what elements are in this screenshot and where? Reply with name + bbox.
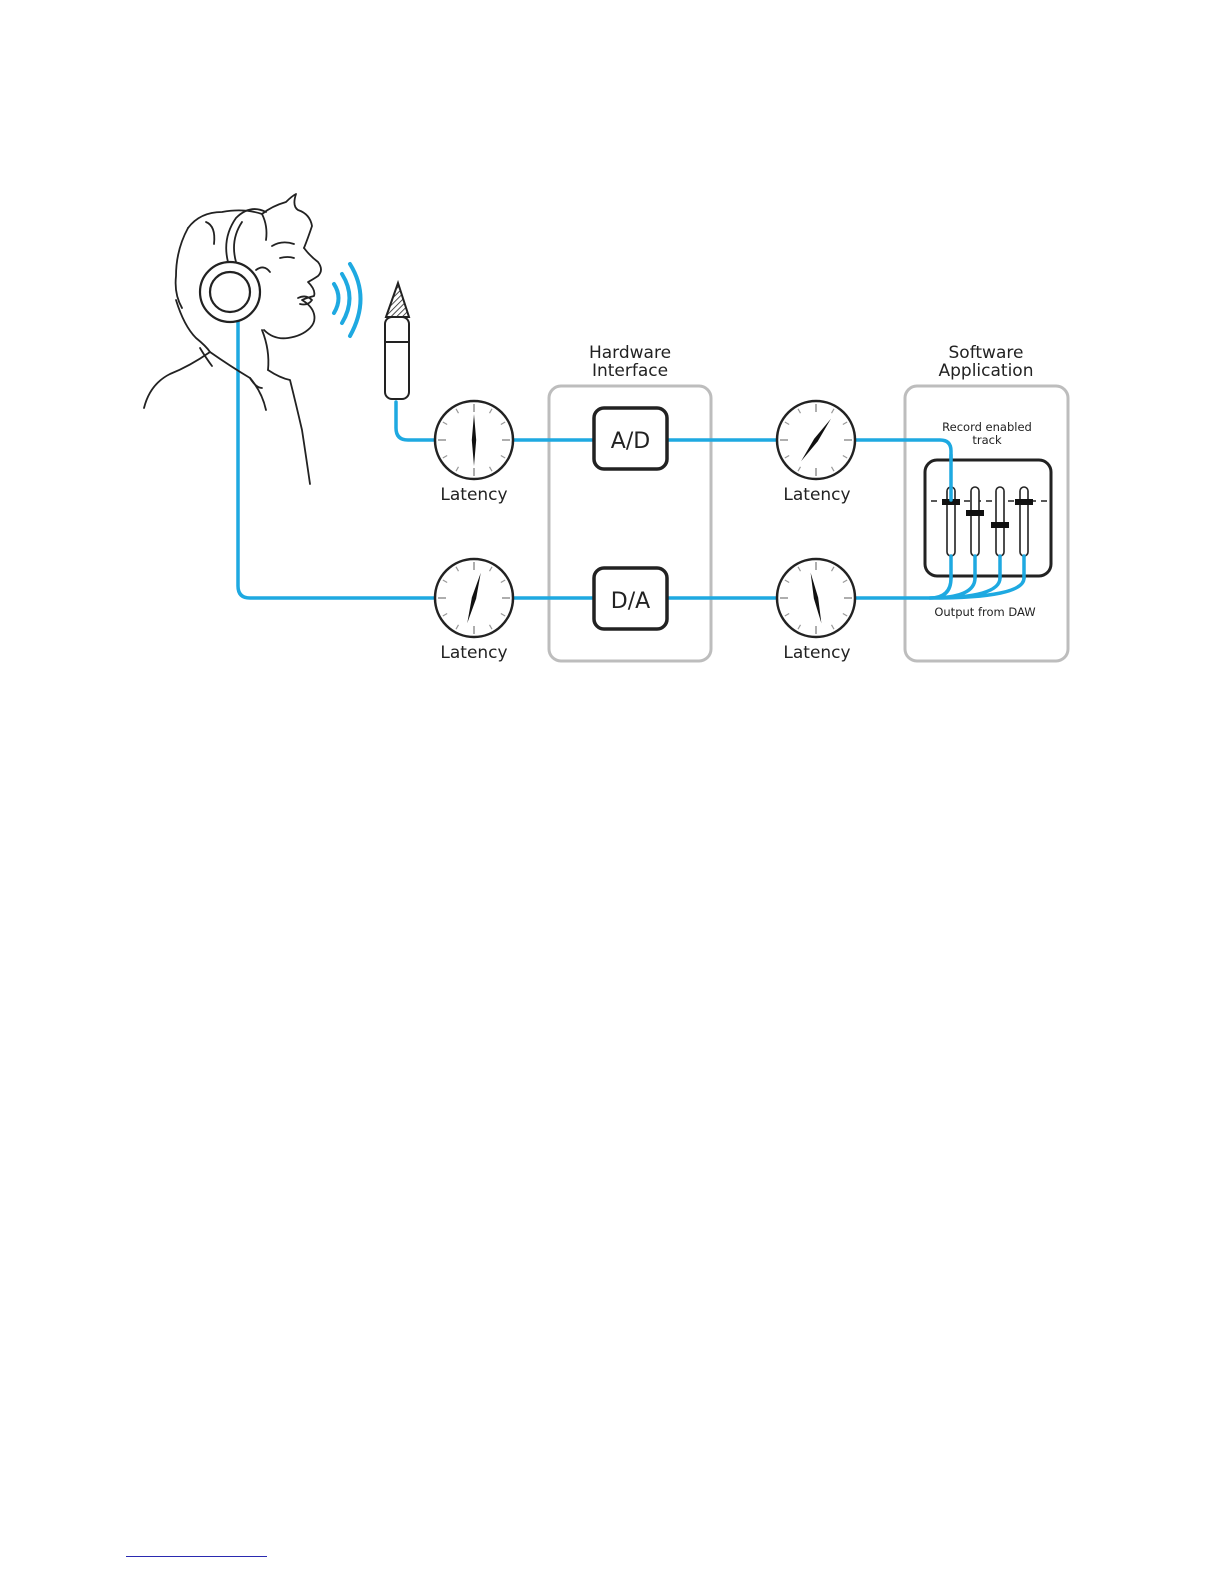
mixer-fader-2-knob xyxy=(966,510,984,516)
hardware-title-line2: Interface xyxy=(592,361,668,381)
daw-output-label: Output from DAW xyxy=(934,605,1035,619)
latency-label-3: Latency xyxy=(440,643,507,663)
software-title-line1: Software xyxy=(949,343,1024,363)
latency-label-1: Latency xyxy=(440,485,507,505)
ad-converter-label: A/D xyxy=(611,429,650,454)
sound-waves-icon xyxy=(334,264,361,336)
footnote-rule xyxy=(126,1556,267,1557)
microphone-icon xyxy=(385,283,409,399)
mic-cable xyxy=(396,402,435,440)
software-title-line2: Application xyxy=(939,361,1034,381)
latency-dial-3 xyxy=(435,559,513,637)
singer-with-headphones-icon xyxy=(144,194,321,484)
latency-label-4: Latency xyxy=(783,643,850,663)
mixer-fader-3-knob xyxy=(991,522,1009,528)
latency-dial-1 xyxy=(435,401,513,479)
record-track-label-line1: Record enabled xyxy=(942,420,1032,434)
latency-dial-4 xyxy=(777,559,855,637)
daw-mixer xyxy=(925,460,1051,576)
record-track-label-line2: track xyxy=(972,433,1002,447)
da-converter-label: D/A xyxy=(611,589,650,614)
da-converter: D/A xyxy=(594,568,667,629)
ad-converter: A/D xyxy=(594,408,667,469)
latency-dial-2 xyxy=(777,401,855,479)
mixer-fader-4-knob xyxy=(1015,499,1033,505)
latency-label-2: Latency xyxy=(783,485,850,505)
hardware-title-line1: Hardware xyxy=(589,343,671,363)
